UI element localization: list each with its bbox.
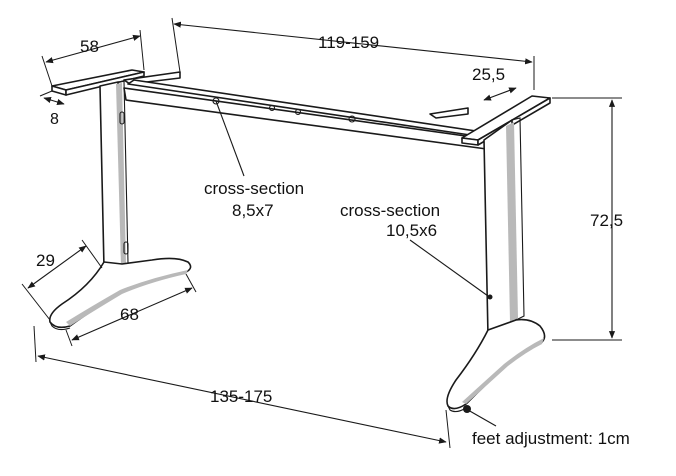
dim-top-plate-thickness: 8: [50, 111, 59, 128]
dim-mount-depth: 25,5: [472, 65, 505, 84]
dim-top-plate-width: 58: [80, 37, 99, 56]
crossbar-section-label: cross-section: [204, 179, 304, 198]
dim-base-width-range: 135-175: [210, 387, 272, 406]
cross-beam: [123, 71, 497, 151]
left-column-slot: [119, 111, 125, 125]
right-foot: [446, 318, 546, 410]
feet-adjustment-note: feet adjustment: 1cm: [472, 429, 630, 448]
dim-foot-length: 68: [120, 305, 139, 324]
leg-section-label: cross-section: [340, 201, 440, 220]
dim-foot-height: 29: [36, 251, 55, 270]
feet-adjuster: [463, 405, 471, 413]
dim-height: 72,5: [590, 211, 623, 230]
dim-width-range: 119-159: [318, 33, 379, 52]
crossbar-section-size: 8,5x7: [232, 201, 274, 220]
right-leg-assembly: [446, 95, 551, 413]
leg-section-size: 10,5x6: [386, 221, 437, 240]
left-leg-assembly: [48, 69, 192, 331]
